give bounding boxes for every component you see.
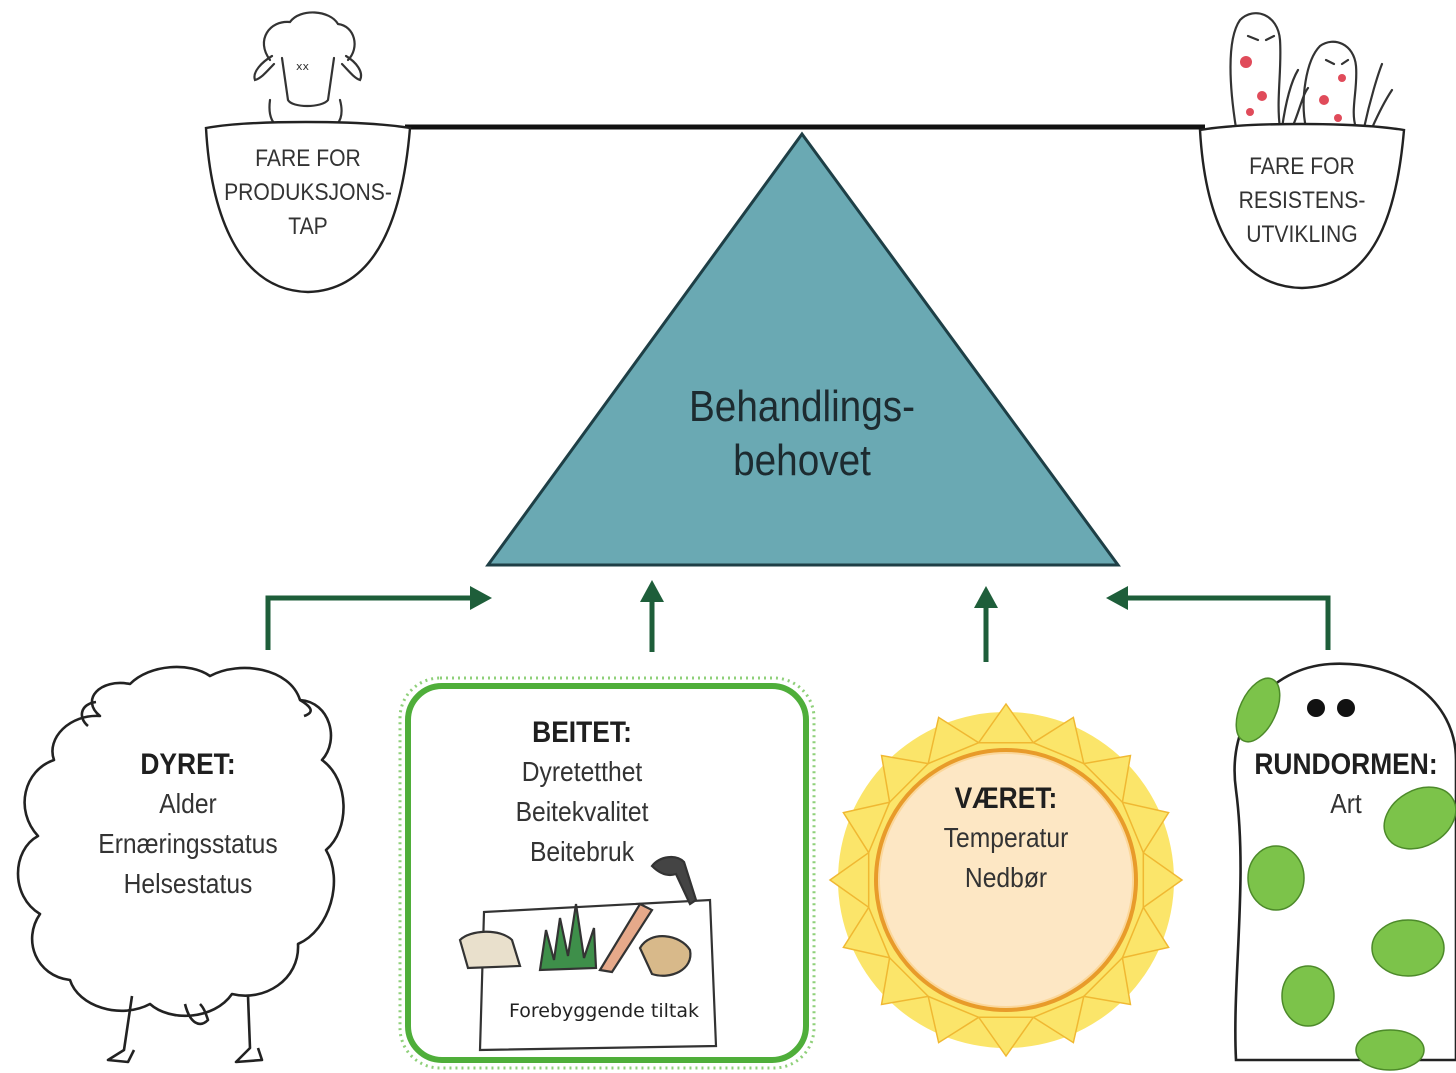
right-pan-line-2: RESISTENS-: [1238, 187, 1366, 214]
treatment-need-triangle: [485, 131, 1121, 567]
left-pan-line-1: FARE FOR: [255, 145, 361, 172]
arrow-from-roundworm: [1124, 595, 1331, 650]
factor-roundworm-title: RUNDORMEN:: [1254, 748, 1438, 781]
sun-ray: [1142, 851, 1184, 909]
arrowhead-pasture: [640, 580, 664, 602]
sun-ray: [977, 1016, 1035, 1058]
left-pan-label: FARE FOR PRODUKSJONS- TAP: [218, 142, 398, 244]
factor-pasture-line-3: Beitebruk: [529, 836, 635, 867]
left-pan-line-3: TAP: [288, 213, 328, 240]
sheep-illustration: [16, 665, 345, 1064]
sun-ray: [1031, 716, 1085, 765]
triangle-label-line-1: Behandlings-: [688, 382, 916, 431]
factor-roundworm-line-1: Art: [1330, 788, 1362, 819]
right-pan-line-1: FARE FOR: [1249, 153, 1355, 180]
sun-ray: [927, 716, 981, 765]
factor-weather: VÆRET: Temperatur Nedbør: [900, 780, 1111, 898]
factor-weather-line-2: Nedbør: [964, 862, 1048, 893]
left-pan-sheep-illustration: xx: [253, 11, 363, 130]
factor-animal-title: DYRET:: [140, 748, 236, 781]
triangle-label-line-2: behovet: [733, 436, 871, 485]
factor-animal-line-1: Alder: [159, 788, 217, 819]
arrowhead-roundworm: [1106, 586, 1128, 610]
sun-ray: [842, 905, 891, 959]
factor-pasture-title: BEITET:: [532, 716, 632, 749]
sun-illustration: [828, 702, 1184, 1058]
sun-ray: [880, 754, 930, 804]
input-arrows: [265, 594, 1331, 662]
left-pan-line-2: PRODUKSJONS-: [224, 179, 392, 206]
svg-text:xx: xx: [296, 60, 310, 73]
sun-ray: [842, 801, 891, 855]
sun-ray: [828, 851, 870, 909]
worm-eye-right: [1337, 699, 1355, 717]
sun-ray: [1031, 995, 1085, 1044]
roundworm-illustration: [1233, 662, 1456, 1071]
factor-pasture-line-1: Dyretetthet: [521, 756, 643, 787]
right-pan-label: FARE FOR RESISTENS- UTVIKLING: [1212, 150, 1392, 252]
sun-ray: [880, 956, 930, 1006]
left-pan: [204, 120, 412, 294]
sun-ray: [977, 702, 1035, 744]
sun-ray: [1121, 905, 1170, 959]
toolbox-illustration: [458, 856, 718, 1052]
arrowhead-weather: [974, 586, 998, 608]
sun-ray: [1082, 754, 1132, 804]
factor-roundworm: RUNDORMEN: Art: [1253, 746, 1440, 824]
sun-ray: [1082, 956, 1132, 1006]
right-pan-worms-illustration: [1229, 12, 1394, 130]
factor-animal-line-2: Ernæringsstatus: [98, 828, 278, 859]
factor-pasture: BEITET: Dyretetthet Beitekvalitet Beiteb…: [476, 714, 687, 872]
sun-ray: [927, 995, 981, 1044]
factor-pasture-line-2: Beitekvalitet: [515, 796, 649, 827]
factor-animal: DYRET: Alder Ernæringsstatus Helsestatus: [82, 746, 293, 904]
right-pan-line-3: UTVIKLING: [1246, 221, 1358, 248]
right-pan: [1198, 122, 1406, 290]
arrow-from-animal: [265, 595, 476, 650]
arrowhead-animal: [470, 586, 492, 610]
factor-animal-line-3: Helsestatus: [123, 868, 253, 899]
factor-weather-title: VÆRET:: [954, 782, 1058, 815]
worm-eye-left: [1307, 699, 1325, 717]
sun-ray: [1121, 801, 1170, 855]
pasture-footer: Forebyggende tiltak: [508, 1000, 699, 1022]
triangle-label: Behandlings- behovet: [626, 380, 978, 488]
factor-weather-line-1: Temperatur: [943, 822, 1069, 853]
